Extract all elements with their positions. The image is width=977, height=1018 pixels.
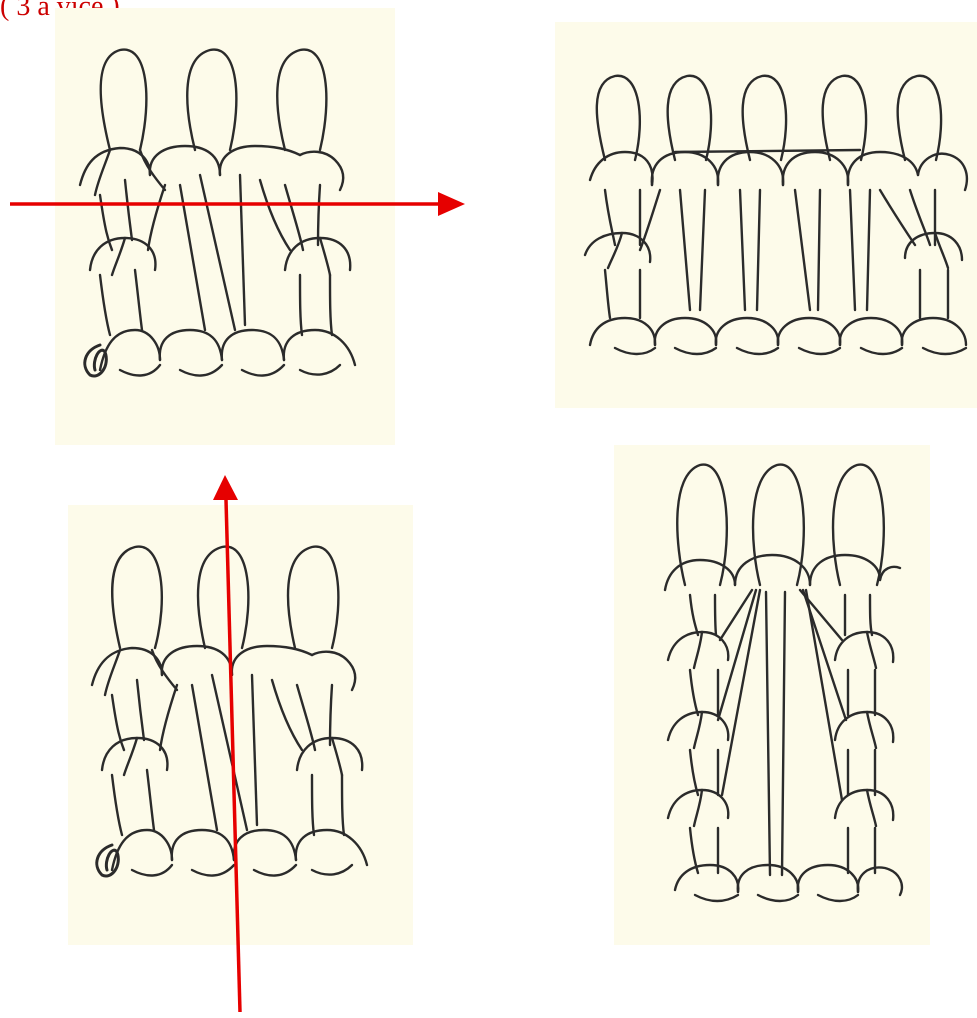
panel-bottom-left-stitches	[90, 545, 369, 878]
vertical-arrow	[213, 475, 242, 1013]
horizontal-arrow	[10, 192, 465, 216]
panel-top-left-bg	[55, 8, 395, 445]
panel-top-right-bg	[555, 22, 977, 408]
panel-bottom-right-stitches	[663, 463, 904, 903]
panel-top-right-stitches	[583, 74, 969, 356]
panel-top-left-stitches	[78, 48, 357, 378]
arrowhead-right-icon	[438, 192, 465, 216]
panel-bottom-right-bg	[614, 445, 930, 945]
arrowhead-up-icon	[213, 475, 238, 500]
panel-bottom-left-bg	[68, 505, 413, 945]
